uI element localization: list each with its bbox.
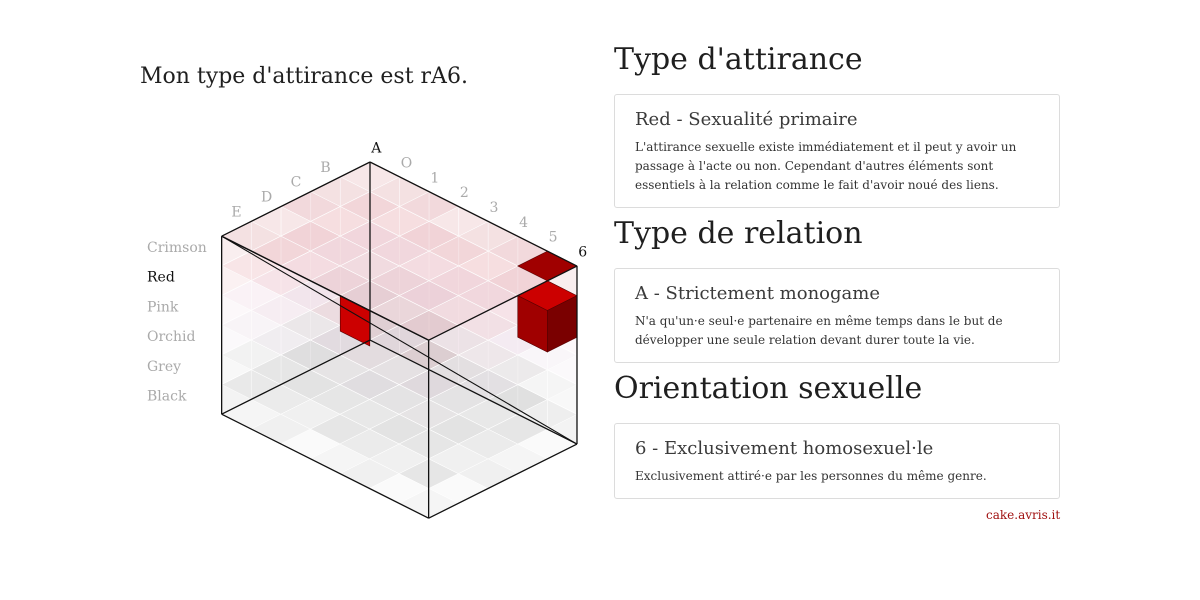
footer-link[interactable]: cake.avris.it (986, 508, 1061, 522)
row-label: Orchid (147, 329, 196, 345)
top-axis-label: 5 (549, 230, 558, 246)
top-axis-label: A (370, 141, 382, 157)
top-axis-label: 2 (460, 185, 469, 201)
top-axis-label: O (401, 155, 412, 171)
card-title-relation: A - Strictement monogame (635, 283, 880, 304)
top-axis-label: 6 (578, 245, 587, 261)
card-relation: A - Strictement monogame N'a qu'un·e seu… (614, 268, 1060, 363)
info-panel: Type d'attirance Red - Sexualité primair… (614, 40, 1060, 505)
side-axis-label: B (320, 160, 330, 176)
cube-outline (220, 161, 578, 519)
card-title-orientation: 6 - Exclusivement homosexuel·le (635, 438, 934, 459)
card-title-attraction: Red - Sexualité primaire (635, 109, 858, 130)
card-text-attraction: L'attirance sexuelle existe immédiatemen… (635, 140, 1017, 192)
row-label: Pink (147, 299, 179, 315)
card-text-relation: N'a qu'un·e seul·e partenaire en même te… (635, 314, 1003, 347)
side-axis-label: C (291, 175, 302, 191)
result-headline: Mon type d'attirance est rA6. (140, 64, 468, 89)
top-axis-label: 1 (430, 170, 439, 186)
attraction-cube-diagram: A O 1 2 3 4 5 6 B C D E CrimsonRedPinkOrchidGreyBlac… (147, 141, 587, 519)
row-label: Red (147, 270, 175, 286)
card-attraction: Red - Sexualité primaire L'attirance sex… (614, 94, 1060, 208)
section-heading-relation: Type de relation (614, 216, 863, 251)
row-label: Crimson (147, 240, 207, 256)
selected-cell-cube (339, 250, 578, 353)
card-text-orientation: Exclusivement attiré·e par les personnes… (635, 469, 987, 483)
section-heading-attraction: Type d'attirance (614, 42, 863, 77)
card-orientation: 6 - Exclusivement homosexuel·le Exclusiv… (614, 423, 1060, 499)
side-axis-label: D (261, 189, 272, 205)
top-axis-label: 4 (519, 215, 528, 231)
row-label: Grey (147, 359, 181, 375)
top-axis-label: 3 (489, 200, 498, 216)
row-label: Black (147, 389, 187, 405)
section-heading-orientation: Orientation sexuelle (614, 371, 923, 406)
side-axis-label: E (231, 204, 241, 220)
